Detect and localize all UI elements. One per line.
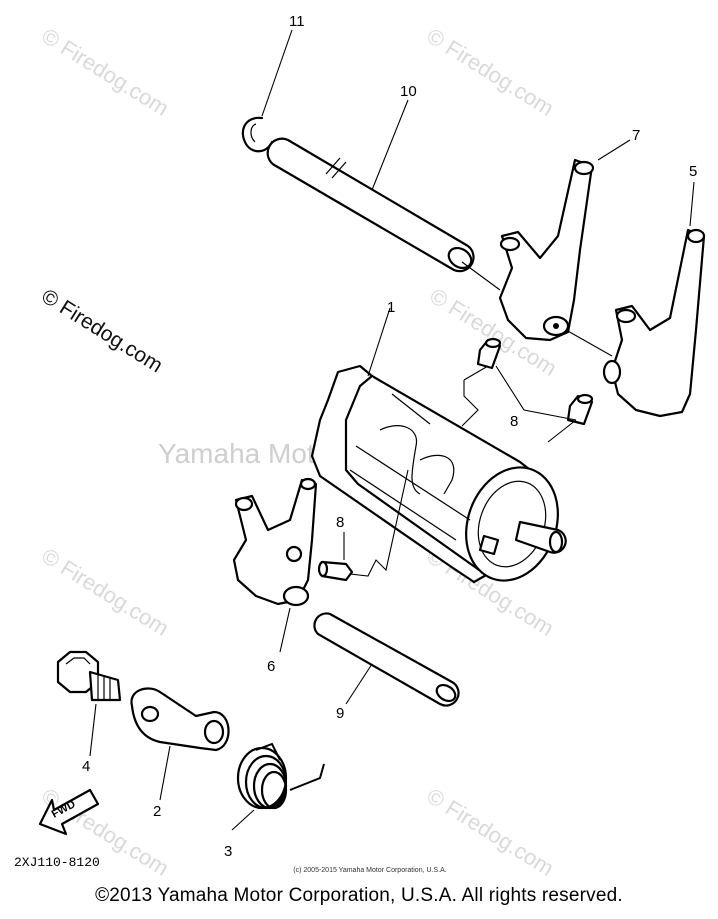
- label-part-10: 10: [400, 83, 417, 100]
- watermark-low-left: © Firedog.com: [37, 543, 173, 641]
- part-5-shift-fork: [602, 181, 706, 418]
- watermark-mid-left: © Firedog.com: [37, 285, 166, 378]
- label-part-3: 3: [224, 843, 232, 860]
- copyright-notice: ©2013 Yamaha Motor Corporation, U.S.A. A…: [95, 885, 623, 906]
- label-part-11: 11: [289, 13, 305, 30]
- label-part-4: 4: [82, 758, 90, 775]
- watermark-top-right: © Firedog.com: [422, 23, 558, 121]
- part-10-shift-fork-shaft: [266, 99, 501, 291]
- part-4-bolt: [56, 650, 122, 757]
- watermark-top-left: © Firedog.com: [37, 23, 173, 121]
- part-8-guide-pin-lower: [317, 469, 409, 582]
- part-3-torsion-spring: [231, 742, 325, 831]
- part-number-labels: 1 2 3 4 5 6 7 8 8 9 10 11: [82, 13, 697, 860]
- part-11-circlip: [241, 29, 293, 153]
- label-part-6: 6: [267, 658, 275, 675]
- label-part-7: 7: [632, 127, 640, 144]
- label-part-8-upper: 8: [510, 413, 518, 430]
- part-7-shift-fork: [498, 139, 631, 357]
- part-2-stopper-lever: [130, 687, 230, 801]
- part-1-shift-drum: [310, 307, 567, 584]
- label-part-2: 2: [153, 803, 161, 820]
- label-part-8-lower: 8: [336, 514, 344, 531]
- copyright-small: (c) 2005-2015 Yamaha Motor Corporation, …: [293, 867, 447, 874]
- label-part-5: 5: [689, 163, 697, 180]
- part-8-guide-pins-upper: [461, 337, 594, 443]
- part-9-shaft: [313, 612, 460, 707]
- part-6-shift-fork: [232, 477, 318, 653]
- label-part-1: 1: [387, 299, 395, 316]
- label-part-9: 9: [336, 705, 344, 722]
- diagram-code: 2XJ110-8120: [14, 855, 100, 870]
